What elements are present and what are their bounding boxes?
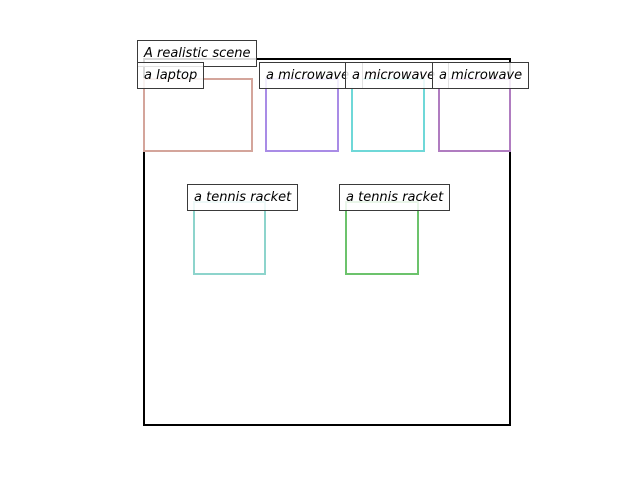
microwave-label-3: a microwave bbox=[432, 62, 530, 89]
laptop-label: a laptop bbox=[137, 62, 205, 89]
microwave-box-1 bbox=[265, 78, 339, 152]
microwave-label-2: a microwave bbox=[345, 62, 449, 89]
laptop-box bbox=[143, 78, 253, 152]
tennis-racket-label-1: a tennis racket bbox=[187, 184, 299, 211]
microwave-box-3 bbox=[438, 78, 511, 152]
scene-frame bbox=[143, 58, 511, 426]
tennis-racket-label-2: a tennis racket bbox=[339, 184, 451, 211]
tennis-racket-box-2 bbox=[345, 201, 419, 275]
microwave-box-2 bbox=[351, 78, 425, 152]
tennis-racket-box-1 bbox=[193, 201, 266, 275]
